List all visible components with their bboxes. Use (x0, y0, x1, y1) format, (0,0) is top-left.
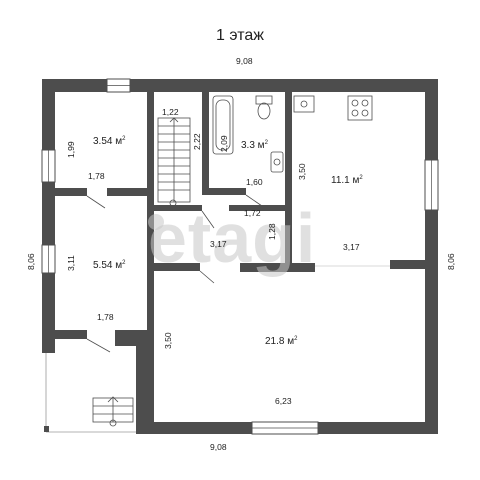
kitchen-area: 11.1 м2 (331, 175, 363, 186)
watermark-logo: etagi (148, 199, 317, 277)
dim-corridor-width: 1,72 (244, 208, 261, 218)
sink (270, 151, 284, 173)
dim-living-height: 3,50 (163, 332, 173, 349)
dim-stair-width: 1,22 (162, 107, 179, 117)
exterior-wall-right (425, 79, 438, 434)
toilet (255, 95, 273, 120)
wall-room2-bottom-b (115, 330, 154, 346)
dim-corridor-height: 1,28 (267, 223, 277, 240)
wall-bath-kitchen (285, 92, 292, 272)
kitchen-sink (293, 95, 315, 113)
dim-living-width: 6,23 (275, 396, 292, 406)
stove (347, 95, 373, 121)
wall-room2-bottom (55, 330, 87, 339)
dim-bath-width: 1,60 (246, 177, 263, 187)
dim-left-height: 8,06 (26, 253, 36, 270)
bathroom-area: 3.3 м2 (241, 140, 268, 151)
dim-room1-width: 1,78 (88, 171, 105, 181)
dim-room2-height: 3,11 (66, 255, 76, 271)
dim-top-width: 9,08 (236, 56, 253, 66)
staircase (157, 117, 191, 207)
wall-bath-bottom (202, 188, 246, 195)
bathtub (212, 95, 234, 155)
living-area: 21.8 м2 (265, 336, 298, 347)
dim-stair-height: 2,22 (192, 133, 202, 150)
dim-right-height: 8,06 (446, 253, 456, 270)
dim-hall-width: 3,17 (210, 239, 227, 249)
wall-hall-stub (229, 205, 292, 211)
porch-wall (136, 345, 154, 434)
dim-room2-width: 1,78 (97, 312, 114, 322)
dim-bath-height: 2,09 (219, 135, 229, 152)
room2-area: 5.54 м2 (93, 260, 126, 271)
exterior-wall-top (42, 79, 438, 92)
dim-kitchen-height: 3,50 (297, 163, 307, 180)
floor-title: 1 этаж (216, 27, 264, 44)
wall-stair-bath (202, 92, 209, 194)
exterior-wall-left (42, 79, 55, 353)
wall-living-top (154, 263, 200, 271)
wall-living-top-b (240, 263, 315, 272)
wall-living-top-c (390, 260, 425, 269)
dim-bottom-width: 9,08 (210, 442, 227, 452)
wall-room1-room2 (55, 188, 87, 196)
dim-kitchen-width: 3,17 (343, 242, 360, 252)
wall-stair-bottom (154, 205, 202, 211)
doors (86, 194, 263, 353)
room1-area: 3.54 м2 (93, 136, 126, 147)
watermark-dot (148, 214, 164, 230)
wall-room1-room2-b (107, 188, 154, 196)
porch-stairs (92, 396, 134, 427)
dim-room1-height: 1,99 (66, 141, 76, 158)
